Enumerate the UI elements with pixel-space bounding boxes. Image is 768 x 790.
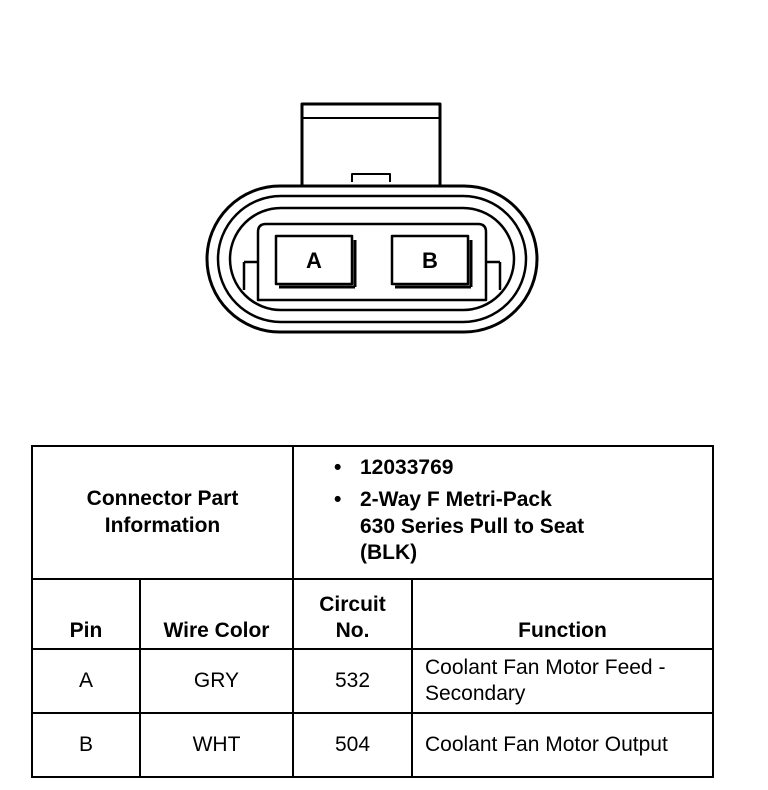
- header-wire-color: Wire Color: [139, 578, 294, 650]
- cell-pin: A: [31, 648, 141, 714]
- connector-info-table: Connector Part Information 12033769 2-Wa…: [31, 445, 714, 778]
- locking-tab: [300, 102, 442, 188]
- pin-table-header-row: Pin Wire Color Circuit No. Function: [31, 578, 714, 650]
- cell-wire-color: GRY: [139, 648, 294, 714]
- part-number-item: 12033769: [334, 455, 702, 482]
- cell-function: Coolant Fan Motor Feed - Secondary: [411, 648, 714, 714]
- connector-outer-shell: [205, 184, 539, 334]
- cell-pin: B: [31, 712, 141, 778]
- part-description-item: 2-Way F Metri-Pack 630 Series Pull to Se…: [334, 487, 590, 566]
- table-row: B WHT 504 Coolant Fan Motor Output: [31, 712, 714, 778]
- connector-part-info-values: 12033769 2-Way F Metri-Pack 630 Series P…: [292, 445, 714, 580]
- connector-part-info-label-line2: Information: [104, 513, 221, 537]
- header-pin: Pin: [31, 578, 141, 650]
- connector-face-diagram: A B: [205, 102, 539, 334]
- header-function: Function: [411, 578, 714, 650]
- pin-a-terminal: [274, 234, 354, 286]
- pin-b-terminal: [390, 234, 470, 286]
- tab-notch: [351, 173, 391, 182]
- header-circuit-no: Circuit No.: [292, 578, 413, 650]
- cell-circuit: 504: [292, 712, 413, 778]
- cell-wire-color: WHT: [139, 712, 294, 778]
- header-circuit-line1: Circuit: [319, 592, 386, 616]
- connector-part-info-label-line1: Connector Part: [86, 487, 239, 511]
- cell-circuit: 532: [292, 648, 413, 714]
- pin-cavity: [256, 222, 488, 302]
- connector-inner-shell: [228, 206, 516, 312]
- part-info-list: 12033769 2-Way F Metri-Pack 630 Series P…: [334, 455, 702, 566]
- connector-part-info-label: Connector Part Information: [31, 445, 294, 580]
- connector-part-info-row: Connector Part Information 12033769 2-Wa…: [31, 445, 714, 580]
- pin-a-label: A: [306, 248, 322, 273]
- pin-b-label: B: [422, 248, 438, 273]
- table-row: A GRY 532 Coolant Fan Motor Feed - Secon…: [31, 648, 714, 714]
- connector-mid-shell: [216, 194, 528, 324]
- cell-function: Coolant Fan Motor Output: [411, 712, 714, 778]
- header-circuit-line2: No.: [335, 618, 370, 642]
